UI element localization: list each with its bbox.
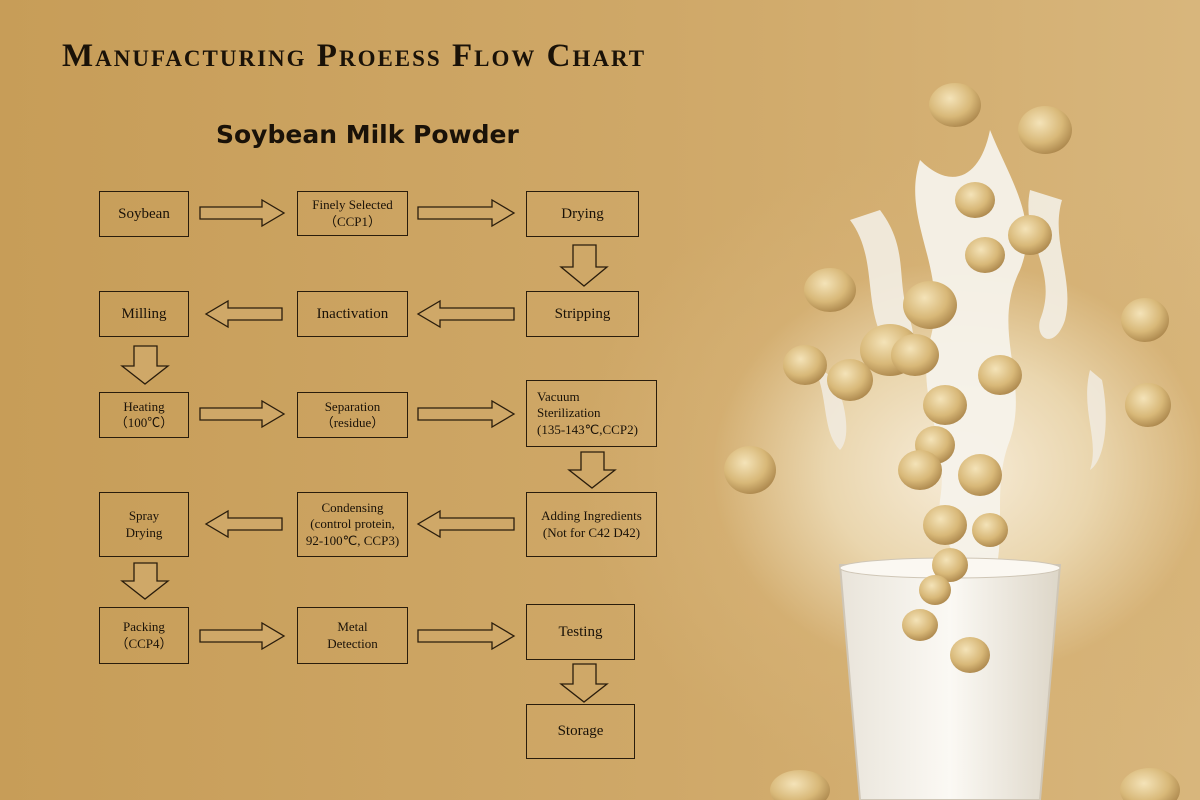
step-label-line: （CCP4） [115, 635, 173, 651]
step-label-line: Sterilization [537, 405, 601, 421]
step-adding-ingredients: Adding Ingredients(Not for C42 D42) [526, 492, 657, 557]
step-label-line: (Not for C42 D42) [542, 524, 641, 540]
step-label-line: Metal [337, 619, 368, 635]
step-condensing: Condensing(control protein,92-100℃, CCP3… [297, 492, 408, 557]
step-separation: Separation（residue） [297, 392, 408, 438]
arrow-right [199, 621, 286, 651]
arrow-left [416, 509, 515, 539]
arrow-right [417, 621, 516, 651]
step-drying: Drying [526, 191, 639, 237]
step-storage: Storage [526, 704, 635, 759]
step-label-line: （residue） [320, 415, 385, 430]
arrow-right [199, 399, 286, 429]
step-label-line: 92-100℃, CCP3) [305, 532, 400, 548]
step-label-line: Soybean [118, 205, 170, 222]
step-stripping: Stripping [526, 291, 639, 337]
step-inactivation: Inactivation [297, 291, 408, 337]
step-label-line: Testing [558, 623, 603, 640]
step-label-line: Heating [123, 398, 165, 414]
arrow-down [559, 244, 609, 287]
step-testing: Testing [526, 604, 635, 660]
arrow-right [417, 399, 516, 429]
step-label-line: (135-143℃,CCP2) [537, 421, 638, 437]
step-label-line: Packing [123, 619, 165, 635]
step-finely-selected: Finely Selected（CCP1） [297, 191, 408, 236]
flow-arrows [120, 198, 617, 703]
step-label-line: Finely Selected [312, 197, 393, 213]
step-label-line: Drying [125, 524, 163, 540]
step-label-line: （100℃） [114, 415, 174, 430]
step-label-line: Adding Ingredients [541, 508, 642, 524]
step-label-line: Spray [128, 508, 160, 524]
step-milling: Milling [99, 291, 189, 337]
step-label-line: (control protein, [310, 516, 395, 532]
arrow-down [120, 345, 170, 385]
step-label-line: Vacuum [537, 389, 580, 405]
arrow-left [204, 509, 283, 539]
step-label-line: Inactivation [316, 305, 389, 322]
step-label-line: （CCP1） [323, 213, 382, 229]
arrow-right [199, 198, 286, 228]
step-label-line: Stripping [554, 305, 611, 322]
step-packing: Packing（CCP4） [99, 607, 189, 664]
step-label-line: Drying [561, 205, 604, 222]
step-heating: Heating（100℃） [99, 392, 189, 438]
step-soybean: Soybean [99, 191, 189, 237]
arrow-down [559, 663, 609, 703]
chart-subtitle: Soybean Milk Powder [216, 120, 519, 149]
arrow-left [416, 299, 515, 329]
page-title: Manufacturing Proeess Flow Chart [62, 38, 647, 74]
step-label-line: Storage [557, 723, 604, 740]
arrow-left [204, 299, 283, 329]
step-label-line: Detection [327, 635, 378, 651]
arrow-right [417, 198, 516, 228]
step-label-line: Separation [324, 398, 381, 414]
soy-milk-illustration [724, 83, 1180, 800]
arrow-down [567, 451, 617, 489]
step-label-line: Milling [121, 305, 167, 322]
step-label-line: Condensing [321, 500, 384, 516]
arrow-down [120, 562, 170, 600]
